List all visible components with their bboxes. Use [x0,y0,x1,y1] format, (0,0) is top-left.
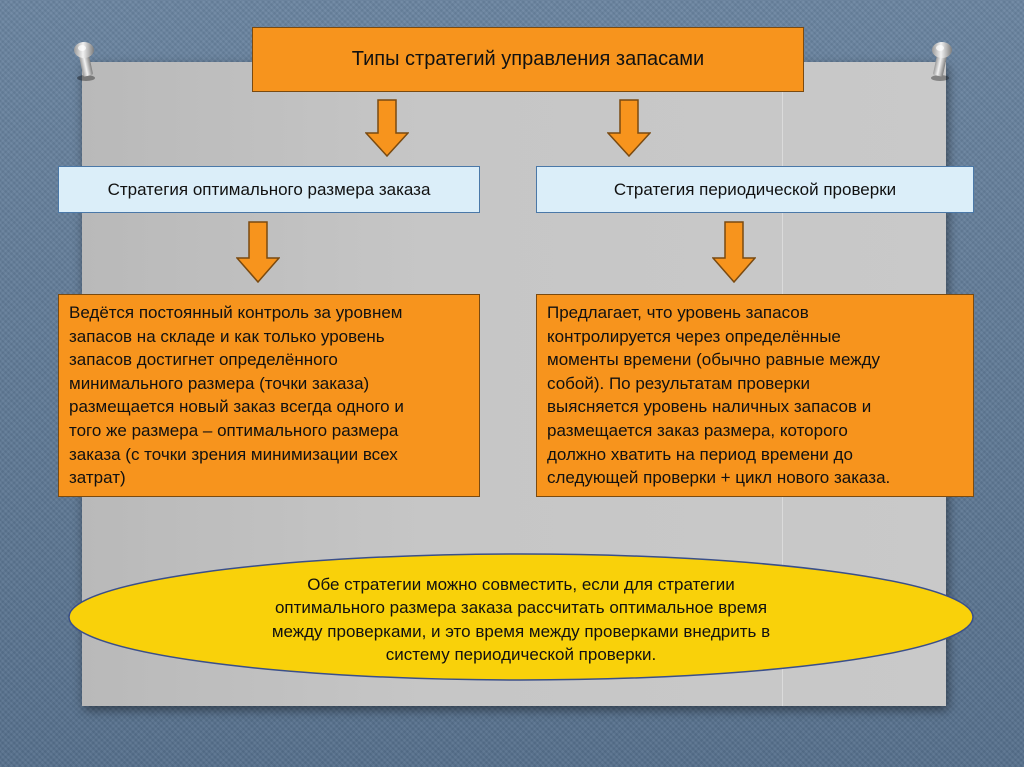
description-line: должно хватить на период времени до [547,444,853,464]
conclusion-text: Обе стратегии можно совместить, если для… [238,573,804,667]
arrow-down-icon [365,99,409,157]
strategy-periodic-review-description: Предлагает, что уровень запасов контроли… [536,294,974,497]
strategy-periodic-review-label: Стратегия периодической проверки [613,179,897,199]
description-line: моменты времени (обычно равные между [547,350,881,370]
pushpin-icon [72,40,100,84]
description-line: минимального размера (точки заказа) [69,373,370,393]
strategy-optimal-order-description: Ведётся постоянный контроль за уровнем з… [58,294,480,497]
description-line: того же размера – оптимального размера [69,420,399,440]
strategy-optimal-order-label: Стратегия оптимального размера заказа [107,179,431,199]
description-line: размещается заказ размера, которого [547,420,848,440]
description-line: затрат) [69,468,126,488]
arrow-down-icon [712,221,756,283]
description-line: размещается новый заказ всегда одного и [69,397,404,417]
arrow-down-icon [236,221,280,283]
conclusion-line: оптимального размера заказа рассчитать о… [274,598,768,618]
description-line: Ведётся постоянный контроль за уровнем [69,303,403,322]
conclusion-ellipse: Обе стратегии можно совместить, если для… [68,553,974,681]
description-line: собой). По результатам проверки [547,373,810,393]
description-line: выясняется уровень наличных запасов и [547,397,872,417]
diagram-title: Типы стратегий управления запасами [351,48,705,70]
description-line: заказа (с точки зрения минимизации всех [69,444,398,464]
strategy-optimal-order-box: Стратегия оптимального размера заказа [58,166,480,213]
arrow-down-icon [607,99,651,157]
description-line: следующей проверки + цикл нового заказа. [547,468,891,488]
description-line: запасов достигнет определённого [69,350,338,370]
strategy-periodic-review-box: Стратегия периодической проверки [536,166,974,213]
description-line: запасов на складе и как только уровень [69,326,385,346]
pushpin-icon [926,40,954,84]
conclusion-line: Обе стратегии можно совместить, если для… [307,575,735,594]
diagram-title-box: Типы стратегий управления запасами [252,27,804,92]
description-line: контролируется через определённые [547,326,841,346]
conclusion-line: систему периодической проверки. [385,645,657,665]
description-line: Предлагает, что уровень запасов [547,303,809,322]
conclusion-line: между проверками, и это время между пров… [271,621,771,641]
ellipse-shape [68,553,974,681]
